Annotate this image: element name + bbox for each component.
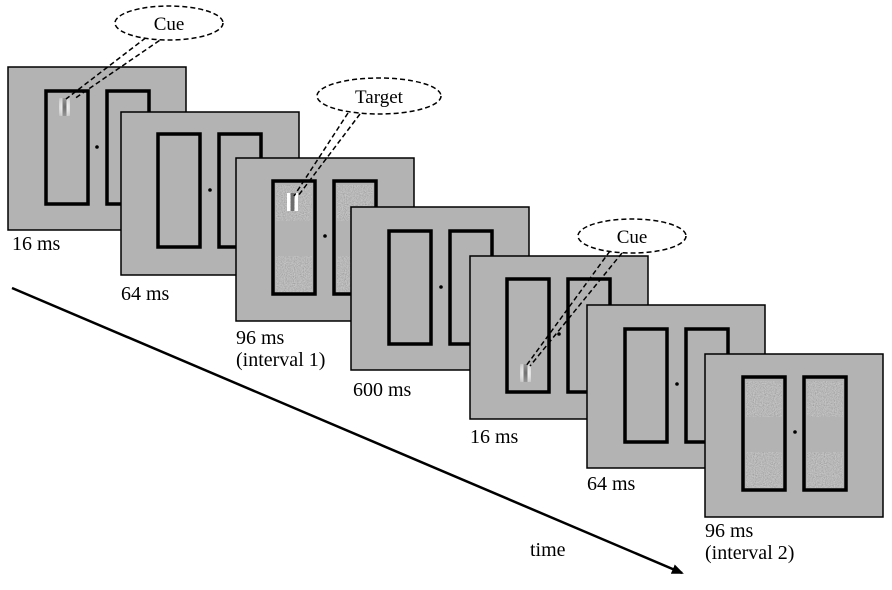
frame-7-duration: 96 ms [705,520,754,542]
frame-7-right-noise-bottom [807,452,843,488]
frame-4-fixation [439,285,443,289]
frame-7-left-noise-top [746,381,782,417]
frame-7-left-placeholder [741,375,787,492]
frame-4-left-placeholder [387,229,433,346]
frame-7-fixation [793,430,797,434]
frame-7-left-noise-bottom [746,452,782,488]
target-callout-label: Target [355,87,404,108]
frame-1-fixation [95,145,99,149]
frame-7-screen [704,353,884,518]
frame-3-fixation [323,234,327,238]
cue-callout-2-label: Cue [617,227,648,248]
frame-2-left-placeholder [156,132,202,249]
frame-3-left-placeholder [271,179,317,296]
frame-7-right-placeholder [802,375,848,492]
frame-3-left-noise-bottom [276,256,312,292]
frame-1-left-placeholder [44,89,90,206]
frame-3-target-gabor [287,193,298,211]
frame-2-fixation [208,188,212,192]
cue-callout-1-bubble [114,5,224,41]
cue-callout-1-label: Cue [154,14,185,35]
cue-callout-1: Cue [65,5,224,100]
time-arrow [11,286,684,575]
frame-7-interval: (interval 2) [705,542,794,564]
frame-5-fixation [557,332,561,336]
frame-1-duration: 16 ms [12,233,61,255]
frame-5-cue-gabor [516,360,536,386]
frame-1: 16 ms [7,66,187,255]
target-callout-leader-a [293,112,349,197]
frame-5-duration: 16 ms [470,426,519,448]
frame-7: 96 ms (interval 2) [704,353,884,564]
frame-7-right-noise-top [807,381,843,417]
target-callout: Target [293,77,442,197]
frame-3-interval: (interval 1) [236,349,325,371]
cue-callout-2-bubble [577,218,687,254]
cue-callout-1-leader-b [73,35,167,100]
frame-6-duration: 64 ms [587,473,636,495]
target-callout-leader-b [297,113,361,197]
time-label: time [530,539,566,561]
cue-callout-2: Cue [525,218,687,367]
frame-3-duration: 96 ms [236,327,285,349]
frame-6-left-placeholder [623,327,669,444]
target-callout-bubble [316,77,442,115]
frame-4-duration: 600 ms [353,379,412,401]
cue-callout-2-leader-b [529,252,623,367]
frame-2-duration: 64 ms [121,283,170,305]
cue-callout-1-leader-a [65,32,153,100]
frame-5: 16 ms [469,255,649,448]
frame-1-cue-gabor [55,94,75,120]
frame-6-fixation [675,382,679,386]
